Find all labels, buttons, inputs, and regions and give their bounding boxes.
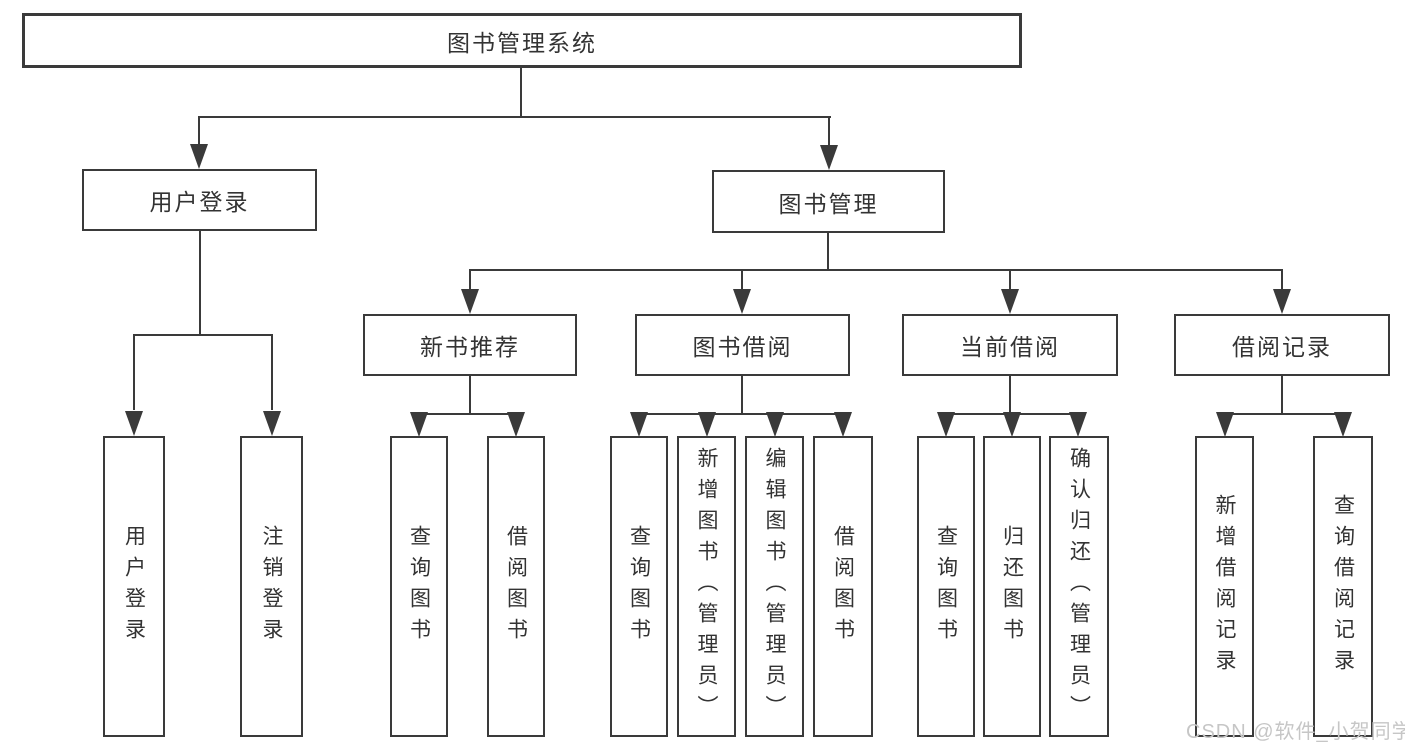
arrow-down-icon — [263, 411, 281, 436]
node-book-mgmt: 图书管理 — [712, 170, 945, 233]
connector-drop-user-login — [198, 116, 200, 146]
leaf-label: 查询图书 — [934, 524, 958, 649]
leaf-current-query: 查询图书 — [917, 436, 975, 737]
leaf-label: 归还图书 — [1000, 524, 1024, 649]
leaf-records-add: 新增借阅记录 — [1195, 436, 1254, 737]
leaf-label: 查询图书 — [627, 524, 651, 649]
node-book-borrow: 图书借阅 — [635, 314, 850, 376]
csdn-watermark: CSDN @软件_小贺同学 — [1186, 721, 1405, 743]
leaf-borrow-add: 新增图书（管理员） — [677, 436, 736, 737]
leaf-label: 查询图书 — [407, 524, 431, 649]
connector-new-books-stem — [469, 376, 471, 415]
arrow-down-icon — [1069, 412, 1087, 437]
connector-drop-current-borrow — [1009, 269, 1011, 290]
arrow-down-icon — [733, 289, 751, 314]
leaf-user-login-action: 用户登录 — [103, 436, 165, 737]
connector-root-stem — [520, 68, 522, 118]
leaf-borrow-edit: 编辑图书（管理员） — [745, 436, 804, 737]
connector-drop-book-borrow — [741, 269, 743, 290]
leaf-label: 确认归还（管理员） — [1067, 447, 1091, 726]
leaf-label: 查询借阅记录 — [1331, 493, 1355, 680]
leaf-borrow-query: 查询图书 — [610, 436, 668, 737]
connector-book-mgmt-bar — [469, 269, 1283, 271]
node-current-borrow: 当前借阅 — [902, 314, 1118, 376]
arrow-down-icon — [125, 411, 143, 436]
leaf-label: 注销登录 — [260, 524, 283, 649]
arrow-down-icon — [937, 412, 955, 437]
connector-drop-login-leaf — [133, 334, 135, 410]
leaf-label: 借阅图书 — [504, 524, 528, 649]
connector-drop-new-books — [469, 269, 471, 290]
leaf-logout: 注销登录 — [240, 436, 303, 737]
arrow-down-icon — [190, 144, 208, 169]
leaf-label: 新增借阅记录 — [1213, 493, 1236, 680]
arrow-down-icon — [461, 289, 479, 314]
connector-borrow-records-stem — [1281, 376, 1283, 415]
arrow-down-icon — [766, 412, 784, 437]
connector-new-books-bar — [418, 413, 517, 415]
connector-book-mgmt-stem — [827, 233, 829, 271]
arrow-down-icon — [1334, 412, 1352, 437]
node-user-login: 用户登录 — [82, 169, 317, 231]
node-library-system: 图书管理系统 — [22, 13, 1022, 68]
node-borrow-records: 借阅记录 — [1174, 314, 1390, 376]
arrow-down-icon — [1001, 289, 1019, 314]
connector-current-borrow-stem — [1009, 376, 1011, 415]
leaf-label: 用户登录 — [122, 524, 146, 649]
arrow-down-icon — [1216, 412, 1234, 437]
connector-root-bar — [198, 116, 831, 118]
leaf-records-query: 查询借阅记录 — [1313, 436, 1373, 737]
arrow-down-icon — [834, 412, 852, 437]
leaf-current-confirm: 确认归还（管理员） — [1049, 436, 1109, 737]
connector-borrow-records-bar — [1224, 413, 1344, 415]
connector-book-borrow-stem — [741, 376, 743, 415]
connector-user-login-stem — [199, 231, 201, 336]
connector-book-borrow-bar — [638, 413, 844, 415]
arrow-down-icon — [1273, 289, 1291, 314]
connector-drop-borrow-records — [1281, 269, 1283, 290]
arrow-down-icon — [698, 412, 716, 437]
leaf-borrow-lend: 借阅图书 — [813, 436, 873, 737]
leaf-current-return: 归还图书 — [983, 436, 1041, 737]
leaf-label: 借阅图书 — [831, 524, 855, 649]
leaf-newbooks-query: 查询图书 — [390, 436, 448, 737]
arrow-down-icon — [410, 412, 428, 437]
arrow-down-icon — [1003, 412, 1021, 437]
arrow-down-icon — [630, 412, 648, 437]
node-new-books: 新书推荐 — [363, 314, 577, 376]
arrow-down-icon — [507, 412, 525, 437]
connector-drop-book-mgmt — [828, 116, 830, 146]
leaf-newbooks-borrow: 借阅图书 — [487, 436, 545, 737]
leaf-label: 新增图书（管理员） — [695, 447, 718, 726]
connector-user-login-bar — [133, 334, 273, 336]
arrow-down-icon — [820, 145, 838, 170]
connector-drop-logout-leaf — [271, 334, 273, 410]
leaf-label: 编辑图书（管理员） — [763, 447, 786, 726]
